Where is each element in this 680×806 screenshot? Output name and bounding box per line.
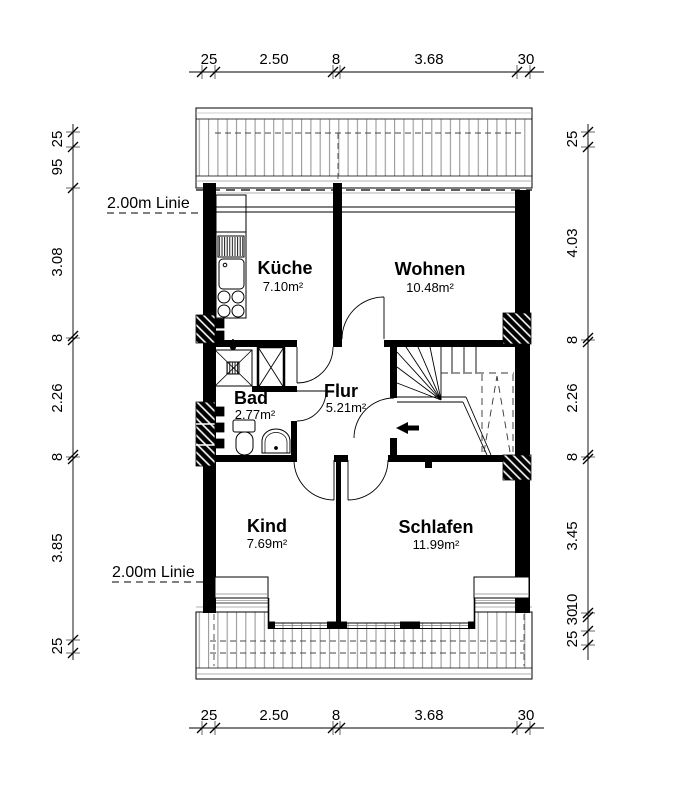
- dim-left-7: 25: [49, 638, 66, 655]
- walls: [203, 183, 530, 628]
- dimension-chain-right: 25 4.03 8 2.26 8 3.45 10 30 25: [564, 124, 595, 660]
- dim-bottom-4: 30: [518, 707, 535, 724]
- dim-bottom-2: 8: [332, 707, 340, 724]
- door-kueche: [296, 346, 334, 384]
- wall-flur-bottom-right: [388, 455, 530, 462]
- dimension-chain-top: 25 2.50 8 3.68 30: [189, 51, 544, 79]
- dim-right-1: 4.03: [564, 228, 581, 257]
- dim-top-2: 8: [332, 51, 340, 68]
- dim-bottom-3: 3.68: [414, 707, 443, 724]
- two-meter-line-top: 2.00m Linie: [107, 189, 532, 214]
- dim-right-8: 25: [564, 631, 581, 648]
- dimension-chain-bottom: 25 2.50 8 3.68 30: [189, 707, 544, 735]
- chimney-wohnen: [502, 312, 532, 345]
- entry-direction-arrow-icon: [396, 422, 419, 434]
- dim-right-6: 10: [564, 594, 581, 611]
- wall-flur-bottom-mid: [334, 455, 348, 462]
- wall-stub-stair: [425, 455, 432, 468]
- wall-kind-schlafen: [336, 462, 341, 628]
- window-band-bottom: [267, 598, 476, 629]
- window-recess: [268, 597, 475, 623]
- dim-right-7: 30: [564, 609, 581, 626]
- faucet-icon: [222, 262, 228, 268]
- bathroom-fixtures: [214, 339, 291, 456]
- chimney-bad: [195, 401, 216, 467]
- dim-right-0: 25: [564, 131, 581, 148]
- dormer-window-kind: [214, 576, 269, 599]
- chimneys: [195, 312, 532, 481]
- two-meter-label-bottom: 2.00m Linie: [112, 564, 195, 581]
- roof-hatch-top: [197, 119, 531, 176]
- dormer-window-schlafen: [473, 576, 530, 599]
- room-area-flur: 5.21m²: [326, 400, 367, 415]
- dim-right-5: 3.45: [564, 521, 581, 550]
- dim-left-4: 2.26: [49, 383, 66, 412]
- room-labels: Küche 7.10m² Wohnen 10.48m² Flur 5.21m² …: [234, 258, 474, 552]
- two-meter-line-bottom: 2.00m Linie: [112, 564, 204, 583]
- wall-stair-left-lower: [390, 438, 397, 462]
- dim-left-5: 8: [49, 453, 66, 461]
- kitchen-fixtures: [215, 194, 247, 319]
- kitchen-counter: [215, 194, 247, 319]
- wall-mid-left: [216, 340, 297, 347]
- staircase: [396, 346, 514, 456]
- wall-flur-bottom-left: [203, 455, 294, 462]
- room-area-kueche: 7.10m²: [263, 279, 304, 294]
- wall-kueche-wohnen: [333, 183, 342, 347]
- dim-right-3: 2.26: [564, 383, 581, 412]
- room-area-wohnen: 10.48m²: [406, 280, 454, 295]
- door-wohnen: [341, 296, 385, 340]
- dormer-windows: [214, 576, 530, 599]
- dim-top-3: 3.68: [414, 51, 443, 68]
- washbasin-icon: [261, 428, 291, 454]
- dish-drainer-icon: [217, 235, 245, 258]
- dim-bottom-0: 25: [201, 707, 218, 724]
- wall-stair-left-upper: [390, 347, 397, 398]
- wall-left: [203, 183, 216, 613]
- dim-right-2: 8: [564, 336, 581, 344]
- cooktop-icon: [217, 290, 245, 318]
- door-entry: [353, 397, 395, 439]
- doors: [293, 296, 395, 501]
- dim-left-6: 3.85: [49, 533, 66, 562]
- dimension-chain-left: 25 95 3.08 8 2.26 8 3.85 25: [49, 124, 80, 660]
- room-label-schlafen: Schlafen: [398, 517, 473, 537]
- shower-icon: [214, 339, 253, 387]
- stair-above-dashed: [441, 372, 514, 453]
- installation-shaft-icon: [256, 345, 286, 390]
- stair-handrail: [397, 396, 492, 456]
- door-kind: [293, 459, 335, 501]
- dim-left-3: 8: [49, 334, 66, 342]
- room-area-schlafen: 11.99m²: [413, 537, 460, 552]
- dim-bottom-1: 2.50: [259, 707, 288, 724]
- wall-bad-flur: [291, 421, 297, 462]
- wall-right: [515, 190, 530, 613]
- kitchen-sink-icon: [218, 258, 245, 290]
- room-area-bad: 2.77m²: [235, 407, 276, 422]
- room-label-bad: Bad: [234, 388, 268, 408]
- room-label-flur: Flur: [324, 381, 358, 401]
- two-meter-label-top: 2.00m Linie: [107, 195, 190, 212]
- wall-mid-right: [384, 340, 530, 347]
- dim-left-1: 95: [49, 159, 66, 176]
- room-label-wohnen: Wohnen: [395, 259, 466, 279]
- stair-treads: [396, 346, 477, 401]
- roof-strip-top: [195, 107, 533, 194]
- dim-left-0: 25: [49, 131, 66, 148]
- dim-right-4: 8: [564, 453, 581, 461]
- room-label-kind: Kind: [247, 516, 287, 536]
- door-schlafen: [347, 459, 389, 501]
- chimney-kueche: [195, 314, 216, 344]
- dim-top-0: 25: [201, 51, 218, 68]
- dim-top-4: 30: [518, 51, 535, 68]
- roof-strip-bottom: [195, 597, 533, 680]
- room-area-kind: 7.69m²: [247, 536, 288, 551]
- chimney-schlafen: [502, 454, 532, 481]
- door-bad: [296, 390, 327, 422]
- dim-top-1: 2.50: [259, 51, 288, 68]
- dim-left-2: 3.08: [49, 247, 66, 276]
- room-label-kueche: Küche: [257, 258, 312, 278]
- toilet-icon: [232, 419, 256, 456]
